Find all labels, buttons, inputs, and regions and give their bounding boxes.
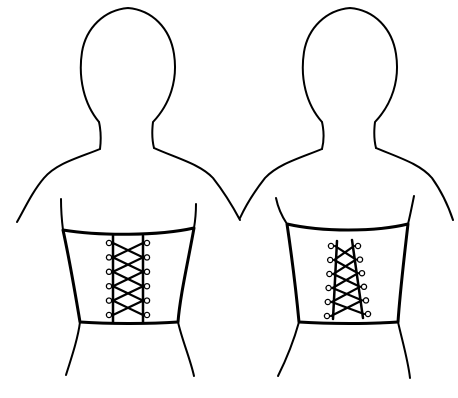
right-eyelet-r-0 xyxy=(355,243,360,248)
head-outline-right xyxy=(303,8,397,148)
right-eyelet-r-2 xyxy=(359,271,364,276)
figure-right xyxy=(240,8,453,378)
left-eyelet-r-0 xyxy=(144,240,149,245)
left-eyelet-r-3 xyxy=(144,284,149,289)
lacing-right xyxy=(324,243,370,318)
left-eyelet-l-0 xyxy=(106,240,111,245)
left-eyelet-r-4 xyxy=(144,298,149,303)
left-eyelet-r-5 xyxy=(144,312,149,317)
torso-right-side-r xyxy=(408,196,414,224)
right-eyelet-r-1 xyxy=(357,257,362,262)
left-eyelet-r-2 xyxy=(144,269,149,274)
torso-left-side-r xyxy=(276,198,287,224)
right-eyelet-l-4 xyxy=(325,299,330,304)
head-outline-left xyxy=(81,8,175,148)
torso-left-side-l xyxy=(61,199,63,230)
left-shoulder-left-figure xyxy=(17,149,100,222)
left-eyelet-l-1 xyxy=(106,255,111,260)
right-eyelet-l-2 xyxy=(327,271,332,276)
torso-right-side-l xyxy=(194,204,196,228)
left-shoulder-right-figure xyxy=(240,149,322,218)
left-eyelet-l-2 xyxy=(106,269,111,274)
right-eyelet-l-0 xyxy=(328,243,333,248)
right-eyelet-l-1 xyxy=(328,257,333,262)
hip-left-l xyxy=(66,322,80,375)
hip-right-l xyxy=(178,322,194,376)
right-eyelet-r-3 xyxy=(361,284,366,289)
left-eyelet-l-5 xyxy=(106,312,111,317)
neck-left xyxy=(99,122,101,149)
right-eyelet-l-3 xyxy=(326,285,331,290)
right-eyelet-l-5 xyxy=(324,313,329,318)
right-shoulder-left-figure xyxy=(154,148,240,220)
left-eyelet-l-3 xyxy=(106,284,111,289)
right-shoulder-right-figure xyxy=(376,148,453,220)
right-eyelet-r-5 xyxy=(365,311,370,316)
neck-right xyxy=(322,122,324,149)
right-eyelet-r-4 xyxy=(363,298,368,303)
hip-left-r xyxy=(278,322,299,376)
hip-right-r xyxy=(398,322,410,378)
figure-left xyxy=(17,8,240,376)
left-eyelet-r-1 xyxy=(144,255,149,260)
left-eyelet-l-4 xyxy=(106,298,111,303)
